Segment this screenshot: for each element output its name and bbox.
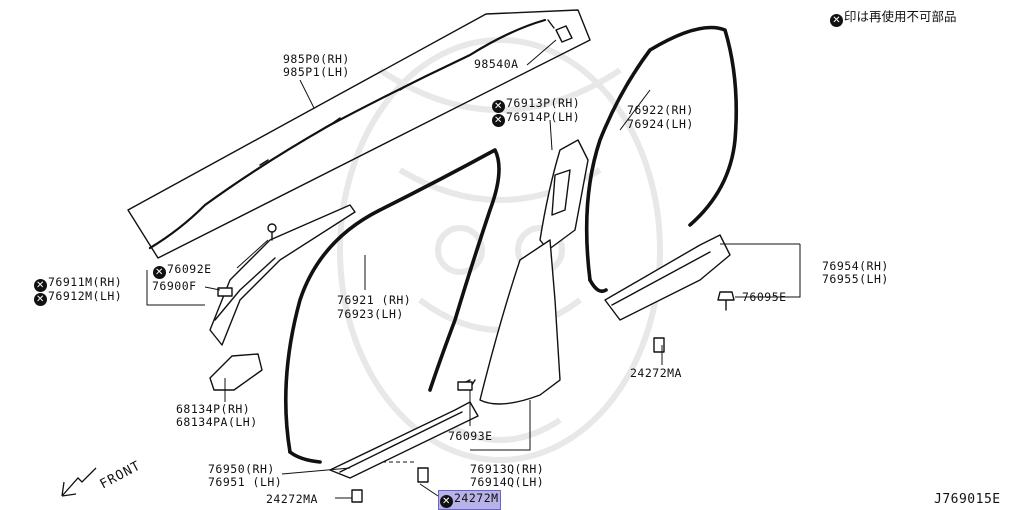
x-circle-icon: ✕ bbox=[830, 14, 843, 27]
clip-76900f bbox=[217, 287, 233, 297]
label-24272m-selected[interactable]: ✕24272M bbox=[438, 490, 501, 510]
x-circle-icon: ✕ bbox=[34, 293, 47, 306]
diagram-code: J769015E bbox=[934, 492, 1001, 507]
label-76951[interactable]: 76951 (LH) bbox=[208, 475, 283, 489]
label-76924[interactable]: 76924(LH) bbox=[627, 117, 694, 131]
clip-76093e bbox=[457, 381, 473, 391]
label-985p1[interactable]: 985P1(LH) bbox=[283, 65, 350, 79]
label-76093e[interactable]: 76093E bbox=[448, 429, 493, 443]
label-76921[interactable]: 76921 (RH) bbox=[337, 293, 412, 307]
label-24272ma-right[interactable]: 24272MA bbox=[630, 366, 682, 380]
bracket-68134p bbox=[209, 353, 263, 391]
label-68134p[interactable]: 68134P(RH) bbox=[176, 402, 251, 416]
legend-text: 印は再使用不可部品 bbox=[844, 9, 957, 24]
label-76092e[interactable]: ✕76092E bbox=[153, 263, 212, 279]
label-76913p[interactable]: ✕76913P(RH) bbox=[492, 97, 580, 113]
x-circle-icon: ✕ bbox=[492, 114, 505, 127]
legend: ✕印は再使用不可部品 bbox=[830, 10, 957, 27]
label-76913q[interactable]: 76913Q(RH) bbox=[470, 462, 545, 476]
b-pillar-upper-garnish bbox=[539, 139, 589, 251]
label-76950[interactable]: 76950(RH) bbox=[208, 462, 275, 476]
label-76911m[interactable]: ✕76911M(RH) bbox=[34, 276, 122, 292]
label-985p0[interactable]: 985P0(RH) bbox=[283, 52, 350, 66]
rear-kicking-plate bbox=[604, 234, 731, 321]
clip-76092e bbox=[267, 223, 277, 233]
label-76922[interactable]: 76922(RH) bbox=[627, 103, 694, 117]
x-circle-icon: ✕ bbox=[34, 279, 47, 292]
x-circle-icon: ✕ bbox=[153, 266, 166, 279]
clip-76095e bbox=[717, 291, 735, 311]
weatherstrip-rear-door bbox=[584, 25, 739, 282]
clip-24272m bbox=[417, 467, 429, 483]
label-24272ma-left[interactable]: 24272MA bbox=[266, 492, 318, 506]
x-circle-icon: ✕ bbox=[440, 495, 453, 508]
bolt-98540a bbox=[555, 25, 573, 43]
weatherstrip-front-door bbox=[283, 148, 501, 454]
front-arrow bbox=[61, 467, 97, 497]
a-pillar-garnish bbox=[209, 204, 356, 346]
label-76923[interactable]: 76923(LH) bbox=[337, 307, 404, 321]
clip-24272ma-right bbox=[653, 337, 665, 353]
label-76900f[interactable]: 76900F bbox=[152, 279, 197, 293]
x-circle-icon: ✕ bbox=[492, 100, 505, 113]
label-76914p[interactable]: ✕76914P(LH) bbox=[492, 111, 580, 127]
label-68134pa[interactable]: 68134PA(LH) bbox=[176, 415, 258, 429]
label-76955[interactable]: 76955(LH) bbox=[822, 272, 889, 286]
label-76095e[interactable]: 76095E bbox=[742, 290, 787, 304]
label-76914q[interactable]: 76914Q(LH) bbox=[470, 475, 545, 489]
label-76954[interactable]: 76954(RH) bbox=[822, 259, 889, 273]
b-pillar-lower-garnish bbox=[479, 239, 561, 405]
clip-24272ma-left bbox=[351, 489, 363, 503]
label-98540a[interactable]: 98540A bbox=[474, 57, 519, 71]
airbag-box-outline bbox=[127, 9, 591, 259]
label-76912m[interactable]: ✕76912M(LH) bbox=[34, 290, 122, 306]
